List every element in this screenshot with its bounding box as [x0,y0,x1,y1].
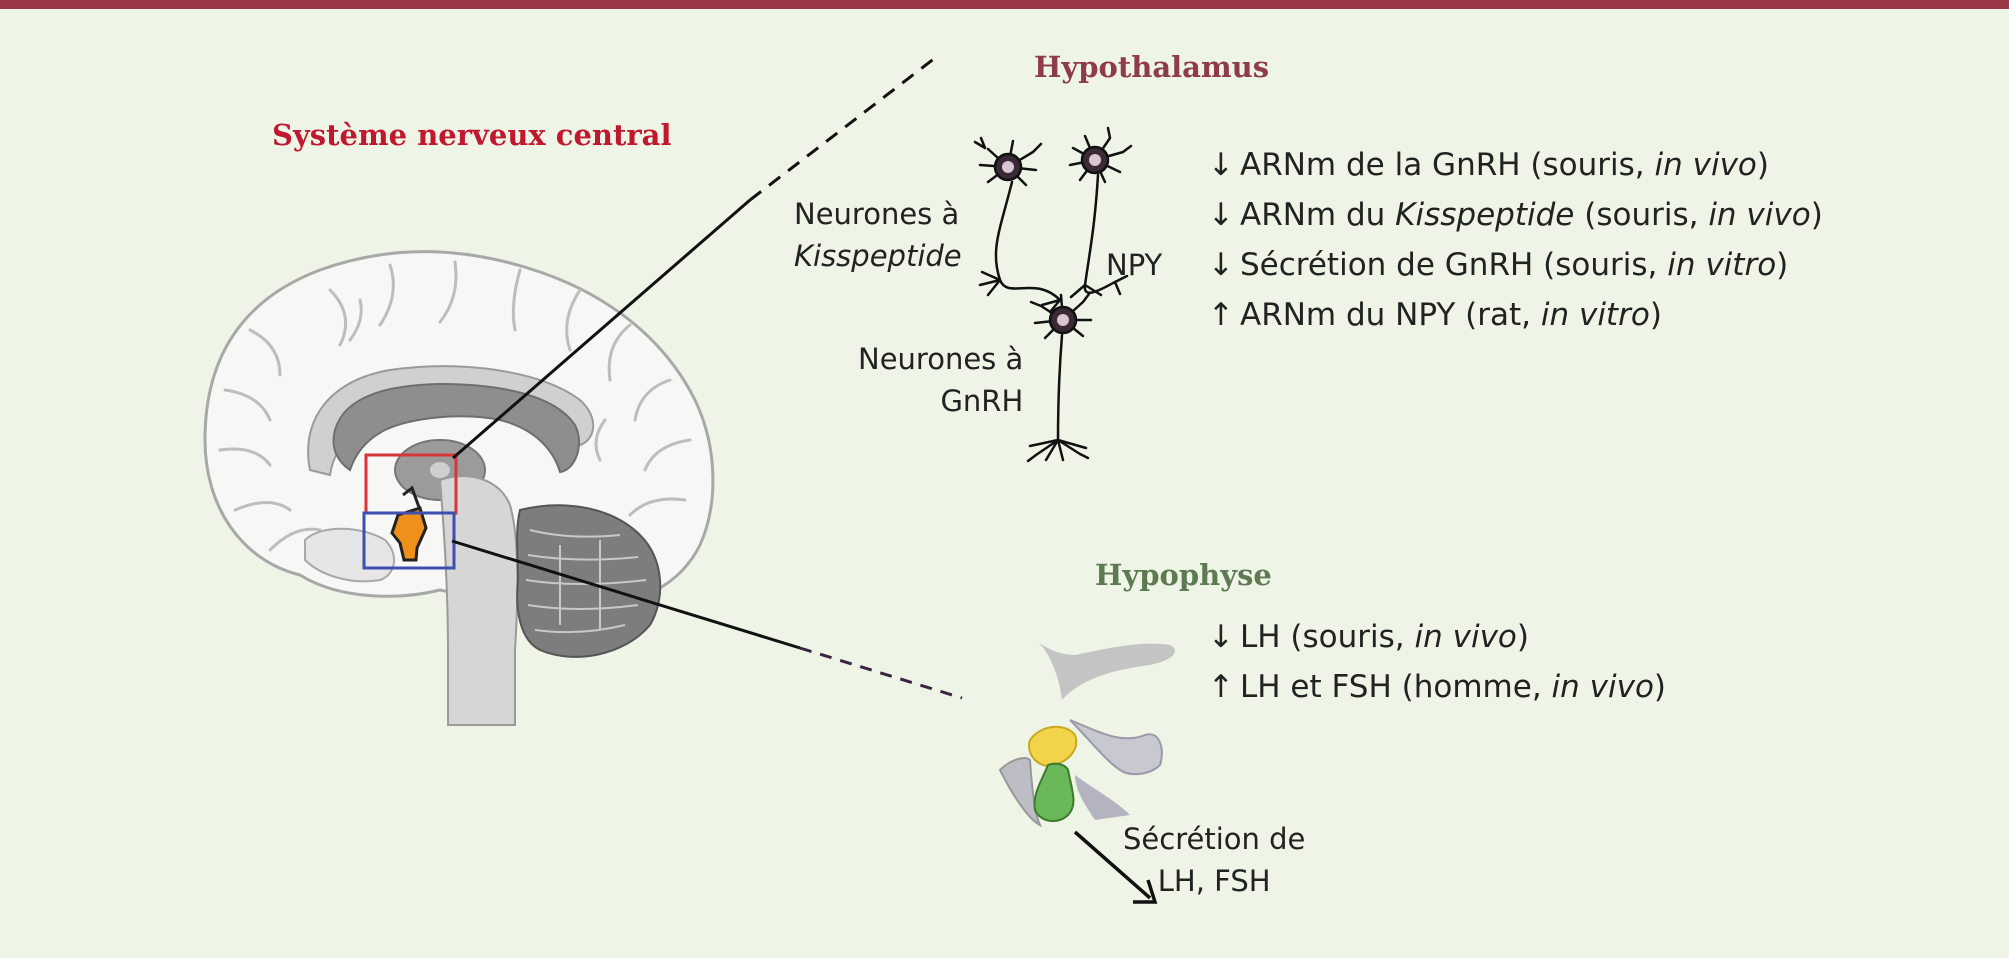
gnrh-neuron [1026,292,1093,463]
cerebellum [516,504,662,658]
pituitary-diaphragm [998,757,1043,828]
secretion-arrowhead [1133,879,1158,904]
effect-text: ARNm du NPY (rat, [1240,297,1541,333]
down-arrow-icon: ↓ [1208,197,1234,233]
infundibulum-stalk [402,485,422,511]
secretion-label-line2: LH, FSH [1157,864,1271,898]
kisspeptide-label-line1: Neurones à [794,197,960,231]
zoom-line-hypothalamus [452,198,751,460]
effect-close: ) [1516,619,1530,655]
effect-condition: in vivo [1654,147,1757,183]
effect-condition: in vivo [1551,669,1654,705]
effect-condition: in vivo [1708,197,1811,233]
gnrh-label-line1: Neurones à [858,342,1024,376]
down-arrow-icon: ↓ [1208,147,1234,183]
kisspeptide-label-line2-wrap: Kisspeptide [794,235,962,277]
down-arrow-icon: ↓ [1208,247,1234,283]
secretion-label-line1: Sécrétion de [1123,822,1306,856]
zoom-lines [451,56,963,700]
kisspeptide-label-line2: Kisspeptide [794,239,962,273]
effect-row: ↓ARNm du Kisspeptide (souris, in vivo) [1208,190,1823,240]
pituitary-illustration [998,640,1175,904]
brainstem [438,475,519,726]
effect-row: ↑LH et FSH (homme, in vivo) [1208,662,1666,712]
effect-text: LH (souris, [1240,619,1415,655]
kisspeptide-neurons-label: Neurones à Kisspeptide [794,193,962,277]
effect-prefix: ARNm du [1240,197,1396,233]
posterior-pituitary [1033,762,1075,822]
effect-condition: in vitro [1540,297,1650,333]
hypothalamus-effects-list: ↓ARNm de la GnRH (souris, in vivo) ↓ARNm… [1208,140,1823,340]
effect-text: (souris, [1574,197,1709,233]
top-accent-bar [0,0,2009,9]
hypothalamus-title: Hypothalamus [1034,50,1270,84]
gnrh-neurons-label: Neurones à GnRH [858,338,1023,422]
secretion-label: Sécrétion de LH, FSH [1123,818,1305,902]
effect-close: ) [1653,669,1667,705]
effect-text: LH et FSH (homme, [1240,669,1552,705]
effect-close: ) [1649,297,1662,333]
effect-text: Sécrétion de GnRH (souris, [1240,247,1668,283]
effect-row: ↓ARNm de la GnRH (souris, in vivo) [1208,140,1823,190]
effect-text: ARNm de la GnRH (souris, [1240,147,1655,183]
effect-close: ) [1810,197,1823,233]
hypophyse-title: Hypophyse [1095,558,1272,592]
pituitary-tissue-upper [1035,640,1175,700]
pituitary-bone [1075,775,1130,820]
down-arrow-icon: ↓ [1208,619,1234,655]
hypophyse-effects-list: ↓LH (souris, in vivo) ↑LH et FSH (homme,… [1208,612,1666,712]
gnrh-label-line2: GnRH [940,384,1024,418]
effect-prefix-italic: Kisspeptide [1395,197,1575,233]
corpus-callosum [332,382,580,474]
hypothalamus-region [390,506,428,562]
brain-illustration [203,250,715,726]
effect-row: ↓Sécrétion de GnRH (souris, in vitro) [1208,240,1823,290]
thalamus-highlight [430,462,450,478]
up-arrow-icon: ↑ [1208,297,1234,333]
zoom-line-hypothalamus-dashed [749,56,936,202]
zoom-line-hypophyse [451,539,801,650]
effect-condition: in vitro [1667,247,1777,283]
up-arrow-icon: ↑ [1208,669,1234,705]
effect-row: ↓LH (souris, in vivo) [1208,612,1666,662]
cns-title: Système nerveux central [272,118,672,152]
zoom-line-hypophyse-dashed [799,646,963,700]
gyri-lines [218,260,692,552]
neuron-diagram [973,126,1133,463]
kisspeptide-neuron-left [973,136,1062,314]
anterior-pituitary [1028,725,1078,767]
pituitary-tissue-sella [1069,719,1163,776]
kisspeptide-neuron-right [1068,126,1133,299]
effect-close: ) [1776,247,1789,283]
effect-close: ) [1756,147,1770,183]
effect-row: ↑ARNm du NPY (rat, in vitro) [1208,290,1823,340]
npy-label: NPY [1106,248,1163,282]
effect-condition: in vivo [1414,619,1517,655]
secretion-arrow [1073,830,1152,900]
